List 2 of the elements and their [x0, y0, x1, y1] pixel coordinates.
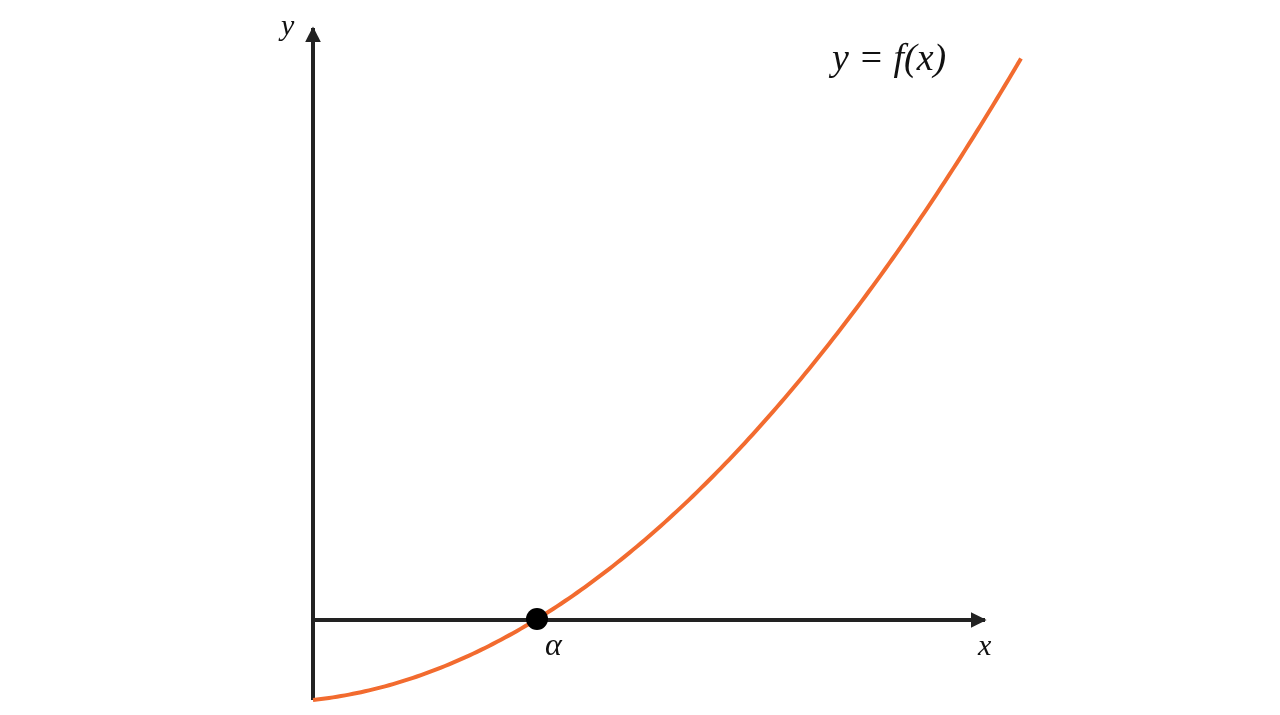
axis-label: x	[978, 630, 992, 660]
root-label: α	[545, 628, 562, 660]
